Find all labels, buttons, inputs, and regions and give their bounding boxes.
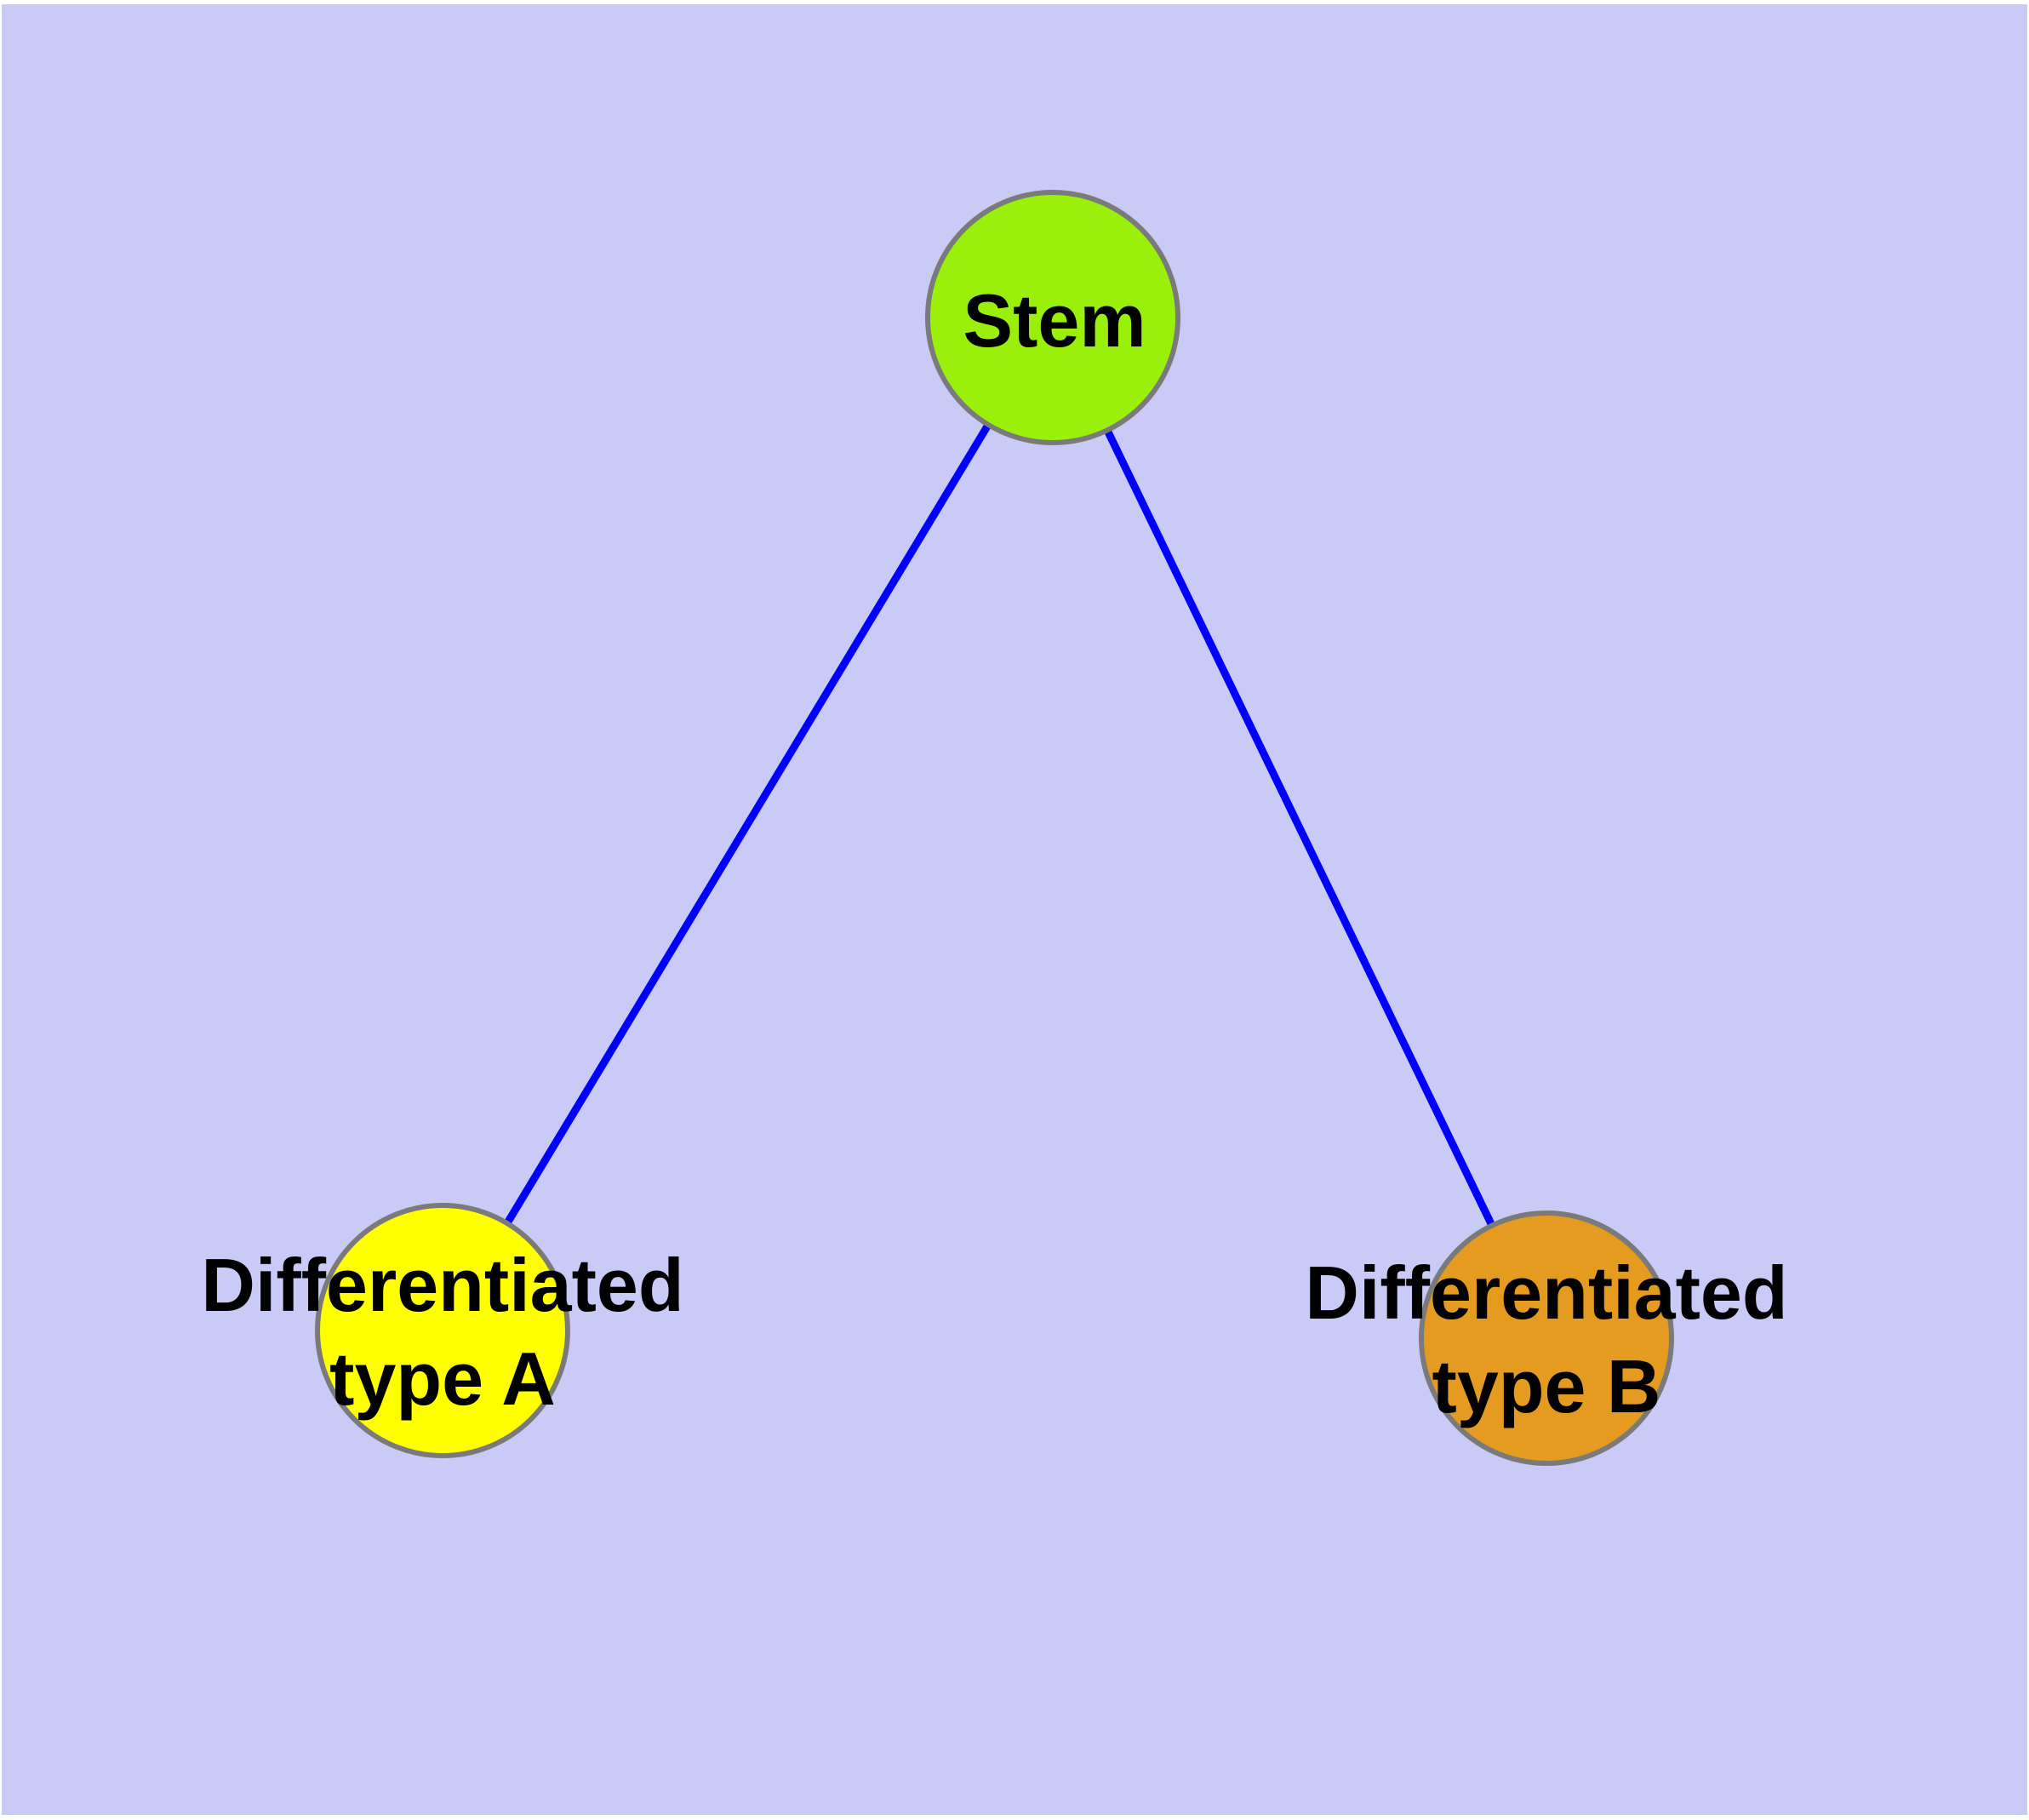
differentiated-type-b-node-label: Differentiated type B <box>1305 1246 1787 1434</box>
type-b-label-line-2: type B <box>1432 1344 1661 1428</box>
differentiated-type-a-node-label: Differentiated type A <box>201 1239 683 1426</box>
differentiated-type-b-node-circle <box>1419 1210 1674 1466</box>
type-b-label-line-1: Differentiated <box>1305 1251 1788 1335</box>
differentiated-type-a-node-circle <box>315 1203 570 1458</box>
edge-stem-to-type-a <box>439 315 1056 1333</box>
diagram-canvas: Stem Differentiated type A Differentiate… <box>2 4 2027 1815</box>
type-a-label-line-2: type A <box>329 1336 556 1421</box>
stem-label-line-1: Stem <box>963 278 1146 363</box>
edge-stem-to-type-b <box>1049 316 1551 1340</box>
stem-node-label: Stem <box>963 274 1146 368</box>
type-a-label-line-1: Differentiated <box>201 1243 684 1327</box>
edge-layer <box>439 315 1551 1340</box>
stem-node-circle <box>925 190 1180 445</box>
